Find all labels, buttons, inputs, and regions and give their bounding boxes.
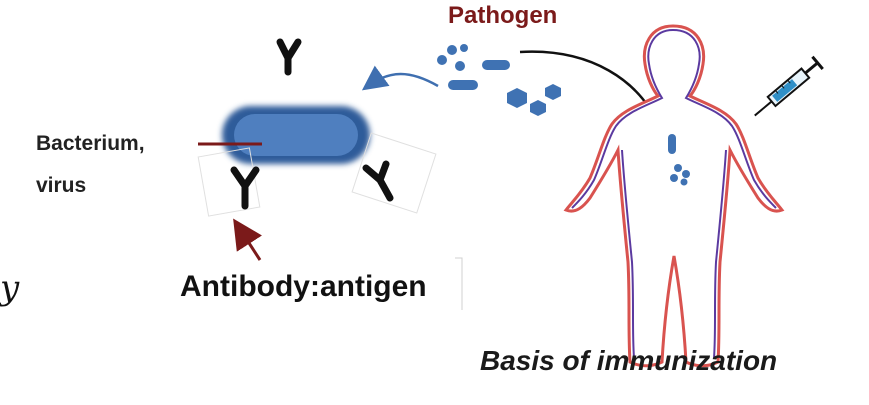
label-frame-line bbox=[455, 257, 463, 310]
virus-label: virus bbox=[36, 174, 87, 197]
internal-pathogen-particles bbox=[668, 134, 690, 186]
antibody-y-icon bbox=[276, 38, 302, 76]
bacterium-label: Bacterium, bbox=[36, 132, 145, 155]
antibody-antigen-label: Antibody:antigen bbox=[180, 270, 427, 303]
syringe-icon bbox=[754, 55, 824, 117]
antibody-y-icon bbox=[197, 147, 261, 217]
basis-of-immunization-caption: Basis of immunization bbox=[480, 345, 778, 376]
antibody-pointer-arrow bbox=[233, 218, 263, 261]
pathogen-particles bbox=[437, 44, 561, 116]
bacterium-icon bbox=[222, 106, 370, 164]
human-body-icon bbox=[563, 24, 785, 368]
pathogen-label: Pathogen bbox=[448, 2, 558, 29]
pathogen-to-bacterium-arrow bbox=[361, 65, 439, 91]
antibody-y-icon bbox=[351, 132, 437, 214]
handwritten-mark: y bbox=[0, 268, 20, 308]
